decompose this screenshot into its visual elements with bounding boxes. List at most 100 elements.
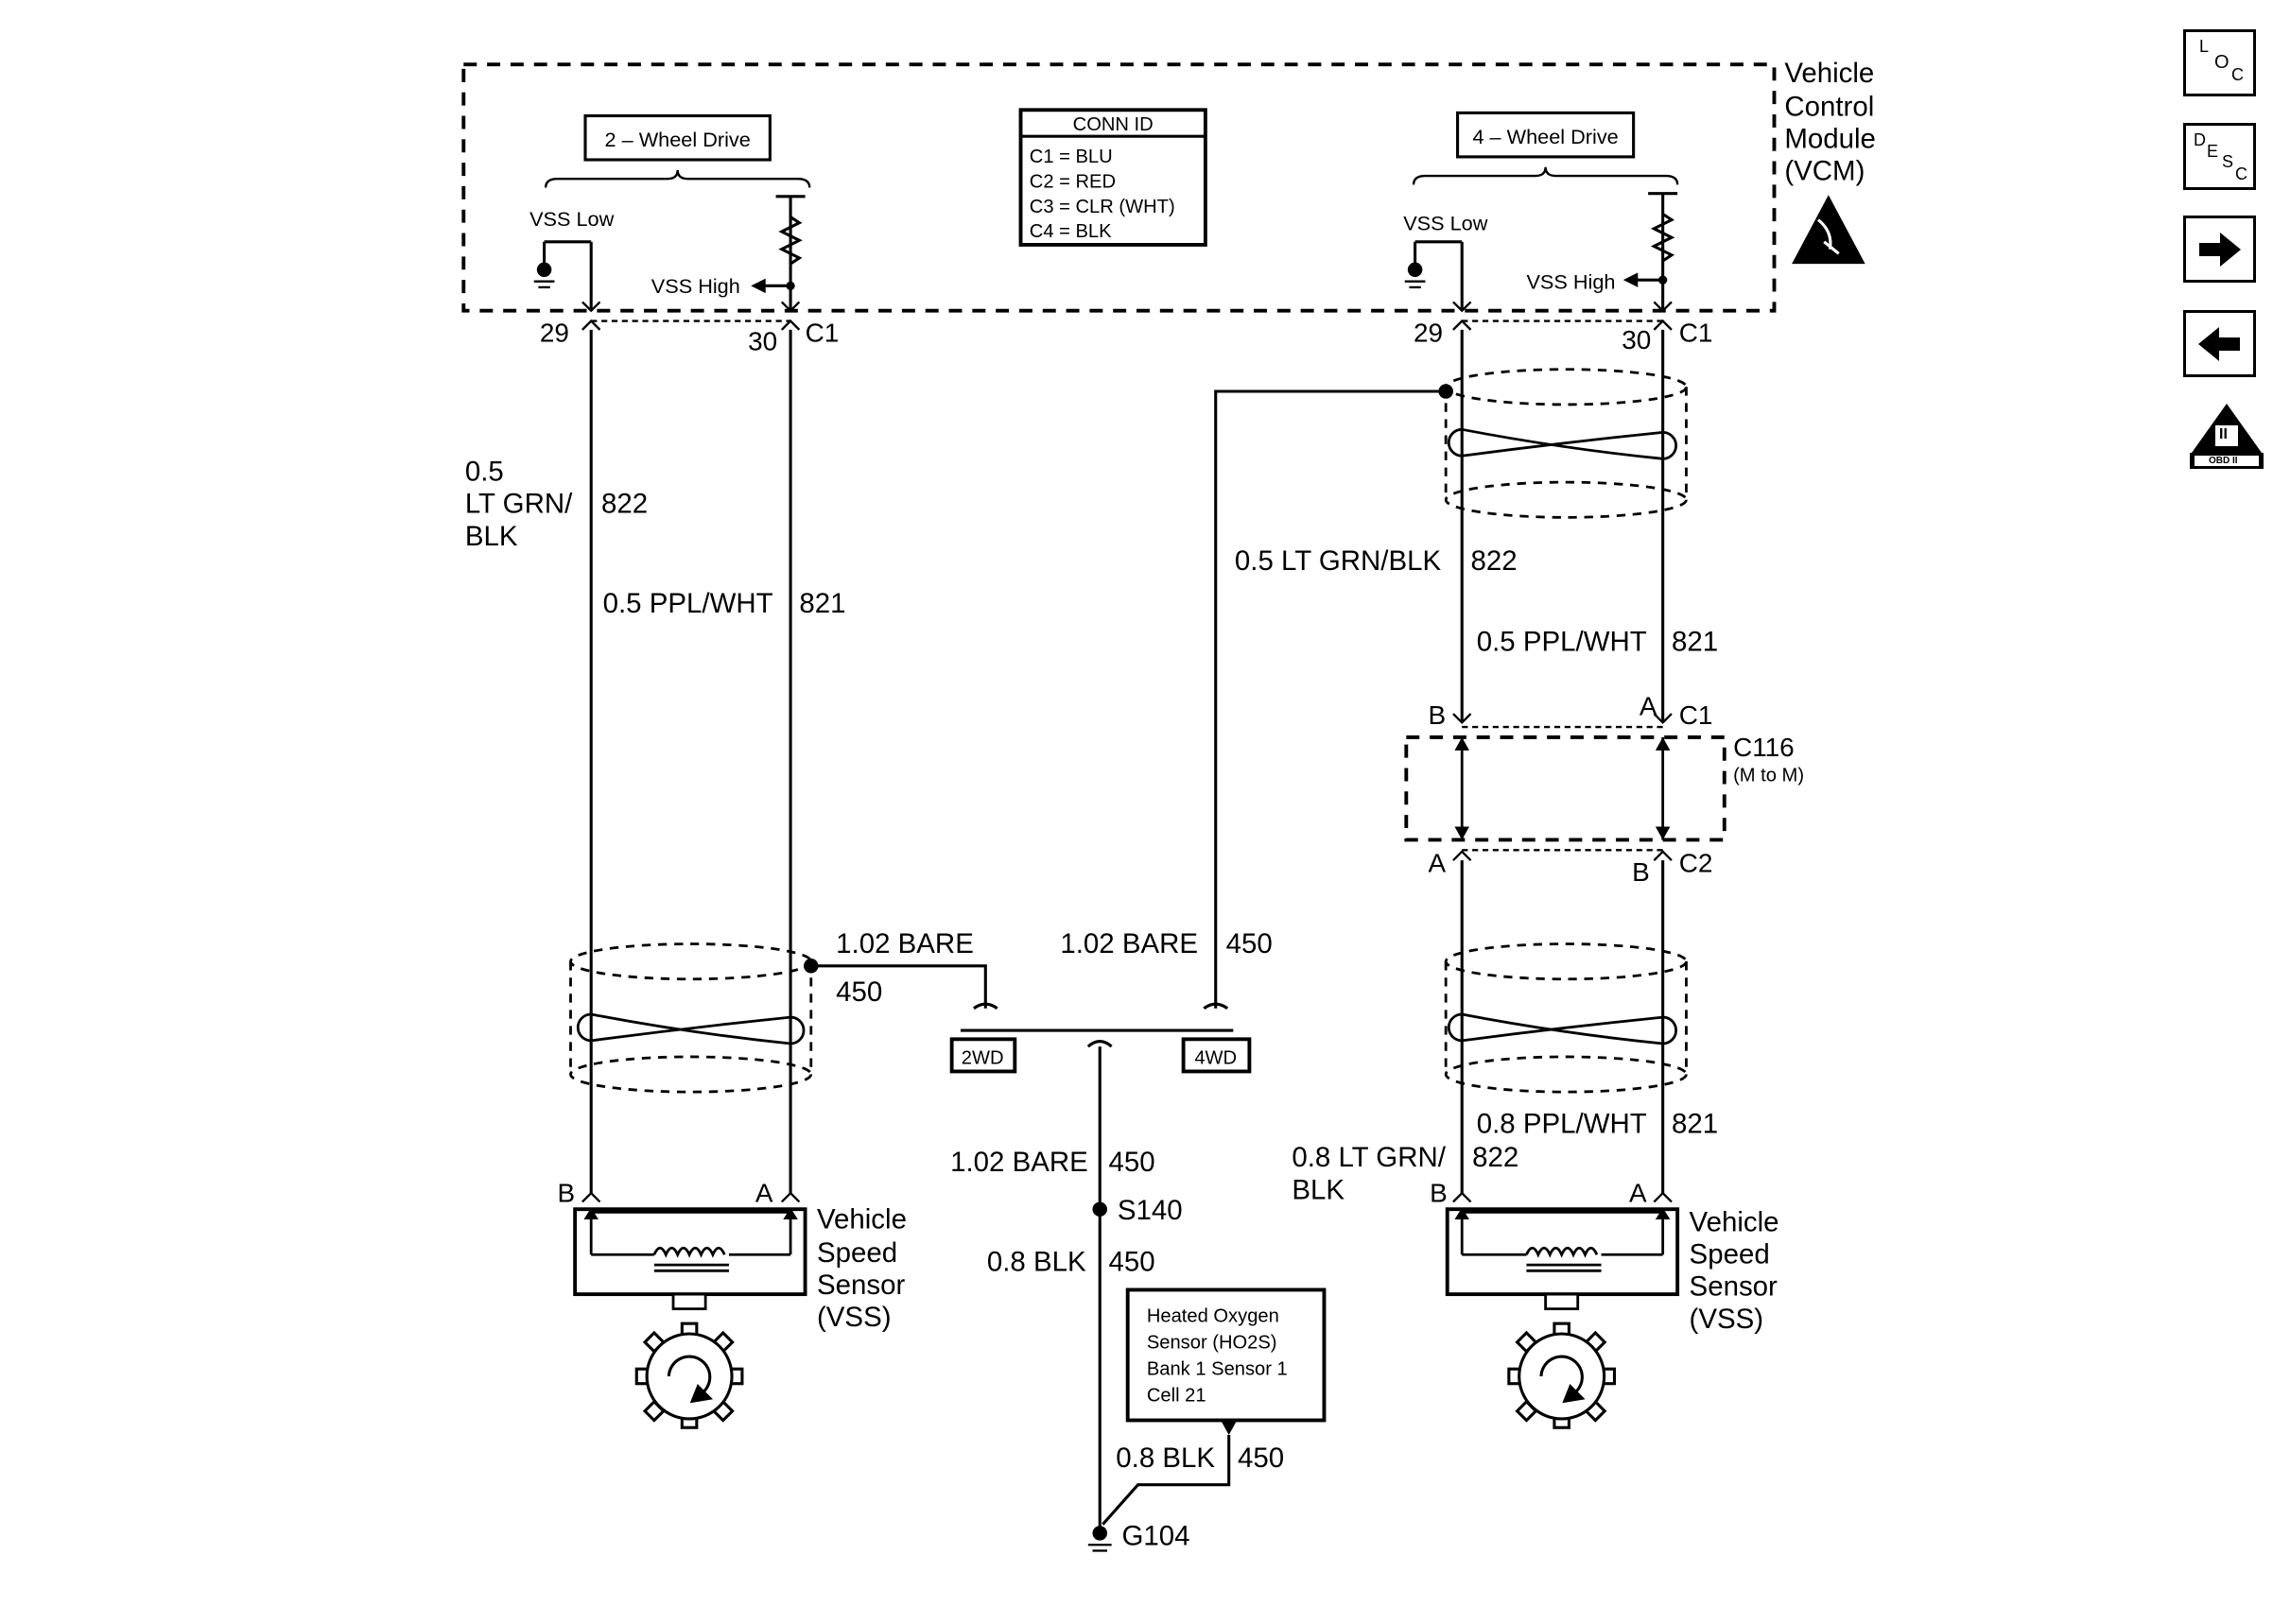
right-822-label: 0.5 LT GRN/BLK	[1235, 545, 1442, 577]
right-sensor-pin-a: A	[1629, 1178, 1647, 1207]
c116-pin-b-top: B	[1429, 700, 1447, 730]
left-drain-label: 1.02 BARE	[836, 928, 974, 959]
ho2s-wire-label: 0.8 BLK	[1116, 1443, 1215, 1474]
esd-warning-icon	[1792, 195, 1865, 265]
blk-wire-label: 0.8 BLK	[987, 1246, 1086, 1277]
previous-page-button[interactable]	[2183, 310, 2256, 377]
right-vss-name-1: Vehicle	[1690, 1206, 1779, 1237]
left-vss-low-label: VSS Low	[529, 207, 615, 231]
ho2s-line-2: Sensor (HO2S)	[1147, 1332, 1277, 1353]
left-vss-name-1: Vehicle	[817, 1203, 907, 1235]
desc-letter-e: E	[2207, 142, 2219, 161]
c116-pin-a-bottom: A	[1429, 849, 1447, 878]
c116-pin-a-top: A	[1640, 692, 1657, 721]
vcm-title-line-3: Module	[1784, 124, 1876, 155]
left-vss-high-label: VSS High	[651, 274, 740, 298]
right-connector-c1: C1	[1679, 318, 1713, 347]
left-822-gauge: 0.5	[465, 457, 504, 488]
c116-connector-box	[1404, 734, 1726, 842]
bare-wire-circuit: 450	[1109, 1147, 1155, 1178]
left-connector-c1: C1	[806, 318, 840, 347]
right-vss-name-4: (VSS)	[1690, 1304, 1764, 1335]
drain-4wd-circuit: 450	[1226, 928, 1273, 959]
left-sensor-pin-a: A	[755, 1178, 773, 1207]
arrow-right-icon	[2199, 233, 2241, 267]
desc-letter-c: C	[2235, 164, 2247, 183]
ho2s-line-3: Bank 1 Sensor 1	[1147, 1358, 1288, 1379]
right-lower-822-l1: 0.8 LT GRN/	[1292, 1142, 1446, 1173]
c116-c2: C2	[1679, 849, 1713, 878]
right-lower-822-l2: BLK	[1292, 1174, 1345, 1205]
loc-button[interactable]: L O C	[2183, 29, 2256, 96]
c116-label: C116	[1733, 733, 1795, 762]
obd-ii-icon	[2190, 404, 2264, 469]
wd-option-junction	[960, 1002, 1234, 1533]
vcm-boundary	[461, 62, 1777, 313]
two-wd-label: 2 – Wheel Drive	[605, 128, 751, 151]
ho2s-wire-circuit: 450	[1238, 1443, 1284, 1474]
right-lower-821-label: 0.8 PPL/WHT	[1477, 1109, 1647, 1140]
conn-id-c4: C4 = BLK	[1030, 221, 1112, 242]
option-4wd-box	[1181, 1037, 1252, 1074]
right-821-label: 0.5 PPL/WHT	[1477, 626, 1647, 657]
right-vss-name-3: Sensor	[1690, 1271, 1778, 1303]
conn-id-c3: C3 = CLR (WHT)	[1030, 197, 1175, 217]
conn-id-c1: C1 = BLU	[1030, 147, 1113, 167]
left-pin-30: 30	[748, 327, 777, 356]
obd-ii-button[interactable]: II OBD II	[2186, 401, 2267, 472]
four-wd-label-box	[1456, 111, 1636, 159]
left-vcm-internal-circuit	[543, 195, 806, 311]
vcm-title-line-1: Vehicle	[1784, 58, 1874, 89]
arrow-left-icon	[2198, 327, 2240, 361]
right-vss-sensor	[1445, 1207, 1680, 1311]
right-pin-30: 30	[1622, 325, 1651, 354]
ho2s-box	[1125, 1287, 1327, 1423]
left-vss-name-3: Sensor	[817, 1270, 906, 1301]
two-wd-label-box	[583, 113, 772, 162]
c116-sub: (M to M)	[1733, 765, 1804, 786]
right-lower-shield	[1444, 942, 1688, 1094]
conn-id-title: CONN ID	[1073, 114, 1154, 135]
left-reluctor-wheel-icon	[634, 1322, 744, 1429]
left-vss-name-2: Speed	[817, 1237, 897, 1269]
desc-button[interactable]: D E S C	[2183, 123, 2256, 190]
right-821-circuit: 821	[1672, 626, 1718, 657]
four-wd-label: 4 – Wheel Drive	[1472, 125, 1618, 148]
left-shield	[569, 942, 813, 1094]
left-vss-sensor	[573, 1207, 807, 1311]
left-822-color-l2: BLK	[465, 521, 518, 552]
right-vss-low-label: VSS Low	[1403, 211, 1488, 234]
desc-letter-s: S	[2222, 152, 2234, 171]
c116-pin-b-bottom: B	[1632, 857, 1650, 887]
left-sensor-pin-b: B	[558, 1178, 576, 1207]
right-reluctor-wheel-icon	[1507, 1322, 1617, 1429]
left-822-color-l1: LT GRN/	[465, 489, 573, 520]
obd-ii-label: OBD II	[2209, 456, 2238, 466]
option-4wd-label: 4WD	[1194, 1048, 1237, 1069]
conn-id-c2: C2 = RED	[1030, 171, 1116, 192]
ho2s-line-4: Cell 21	[1147, 1385, 1206, 1406]
right-822-circuit: 822	[1471, 545, 1518, 577]
blk-wire-circuit: 450	[1109, 1246, 1155, 1277]
ho2s-line-1: Heated Oxygen	[1147, 1306, 1279, 1327]
right-pin-29: 29	[1414, 318, 1443, 347]
right-lower-821-circuit: 821	[1672, 1109, 1718, 1140]
four-wd-brace	[1412, 166, 1679, 185]
right-upper-shield	[1444, 368, 1688, 519]
left-pin-29: 29	[540, 318, 569, 347]
loc-letter-c: C	[2231, 65, 2244, 84]
option-2wd-box	[949, 1037, 1017, 1074]
loc-letter-l: L	[2199, 37, 2210, 56]
left-821-label: 0.5 PPL/WHT	[603, 588, 773, 619]
right-sensor-pin-b: B	[1430, 1178, 1448, 1207]
ground-g104-dot	[1092, 1526, 1107, 1541]
splice-s140-dot	[1092, 1201, 1107, 1217]
bare-wire-label: 1.02 BARE	[950, 1147, 1088, 1178]
right-vcm-internal-circuit	[1414, 192, 1678, 311]
vcm-title-line-4: (VCM)	[1784, 156, 1865, 187]
vcm-title-line-2: Control	[1784, 91, 1874, 122]
ground-g104: G104	[1121, 1520, 1189, 1551]
option-2wd-label: 2WD	[962, 1048, 1004, 1069]
next-page-button[interactable]	[2183, 216, 2256, 283]
